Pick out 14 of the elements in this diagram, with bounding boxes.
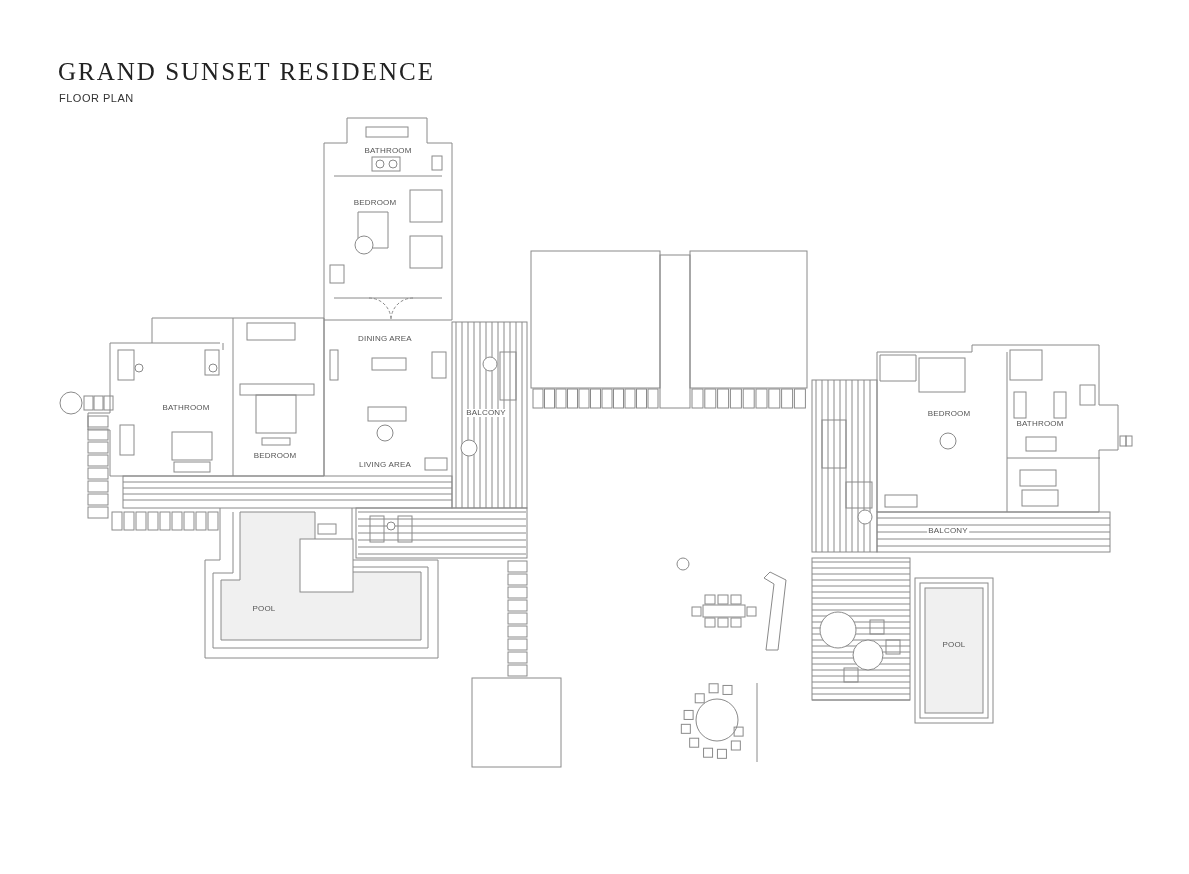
room-label: DINING AREA bbox=[357, 335, 413, 343]
room-label: BATHROOM bbox=[363, 147, 413, 155]
room-label: POOL bbox=[941, 641, 967, 649]
room-label: BEDROOM bbox=[352, 199, 398, 207]
room-label: BATHROOM bbox=[1015, 420, 1065, 428]
room-label: BATHROOM bbox=[161, 404, 211, 412]
room-label: POOL bbox=[251, 605, 277, 613]
plan-subtitle: FLOOR PLAN bbox=[59, 92, 134, 104]
room-label: BALCONY bbox=[927, 527, 969, 535]
plan-title: GRAND SUNSET RESIDENCE bbox=[58, 58, 435, 86]
room-label: BEDROOM bbox=[252, 452, 298, 460]
room-label: BEDROOM bbox=[926, 410, 972, 418]
room-label: BALCONY bbox=[465, 409, 507, 417]
room-label: LIVING AREA bbox=[358, 461, 412, 469]
